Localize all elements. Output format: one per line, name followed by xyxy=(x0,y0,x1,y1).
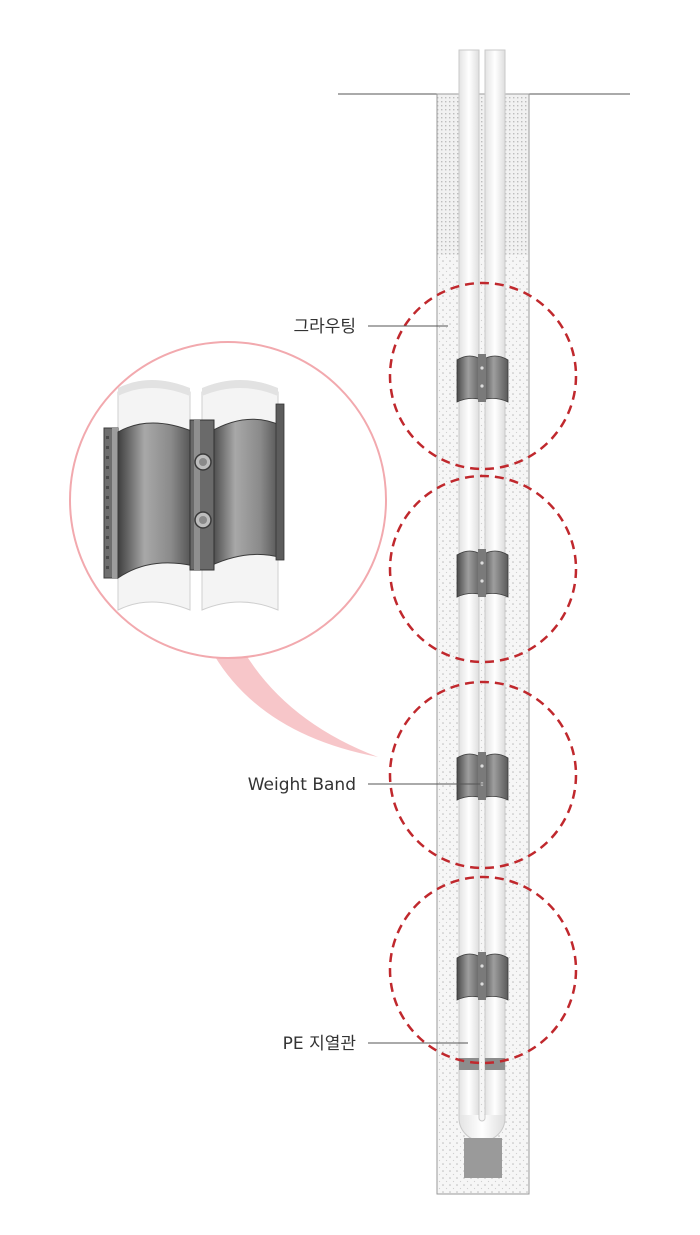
borehole-grout xyxy=(436,93,530,1195)
label-weight-band: Weight Band xyxy=(248,775,356,795)
weight-band-4 xyxy=(456,952,509,1001)
weight-band-2 xyxy=(456,549,509,598)
highlight-circle-3 xyxy=(388,680,578,870)
highlight-circle-1 xyxy=(388,281,578,471)
label-grouting: 그라우팅 xyxy=(293,317,356,337)
highlight-circle-2 xyxy=(388,474,578,664)
label-pe-pipe: PE 지열관 xyxy=(283,1034,356,1054)
bolt-icon xyxy=(194,511,212,529)
highlight-circles xyxy=(388,281,578,1065)
weight-band-1 xyxy=(456,354,509,403)
highlight-circle-4 xyxy=(388,875,578,1065)
weight-block xyxy=(464,1138,502,1178)
magnifier-detail xyxy=(69,341,387,659)
magnifier-pointer xyxy=(214,650,378,757)
bolt-icon xyxy=(194,453,212,471)
weight-band-3 xyxy=(456,752,509,801)
magnifier-outline xyxy=(69,341,387,659)
borehole-top-grout xyxy=(437,94,529,255)
